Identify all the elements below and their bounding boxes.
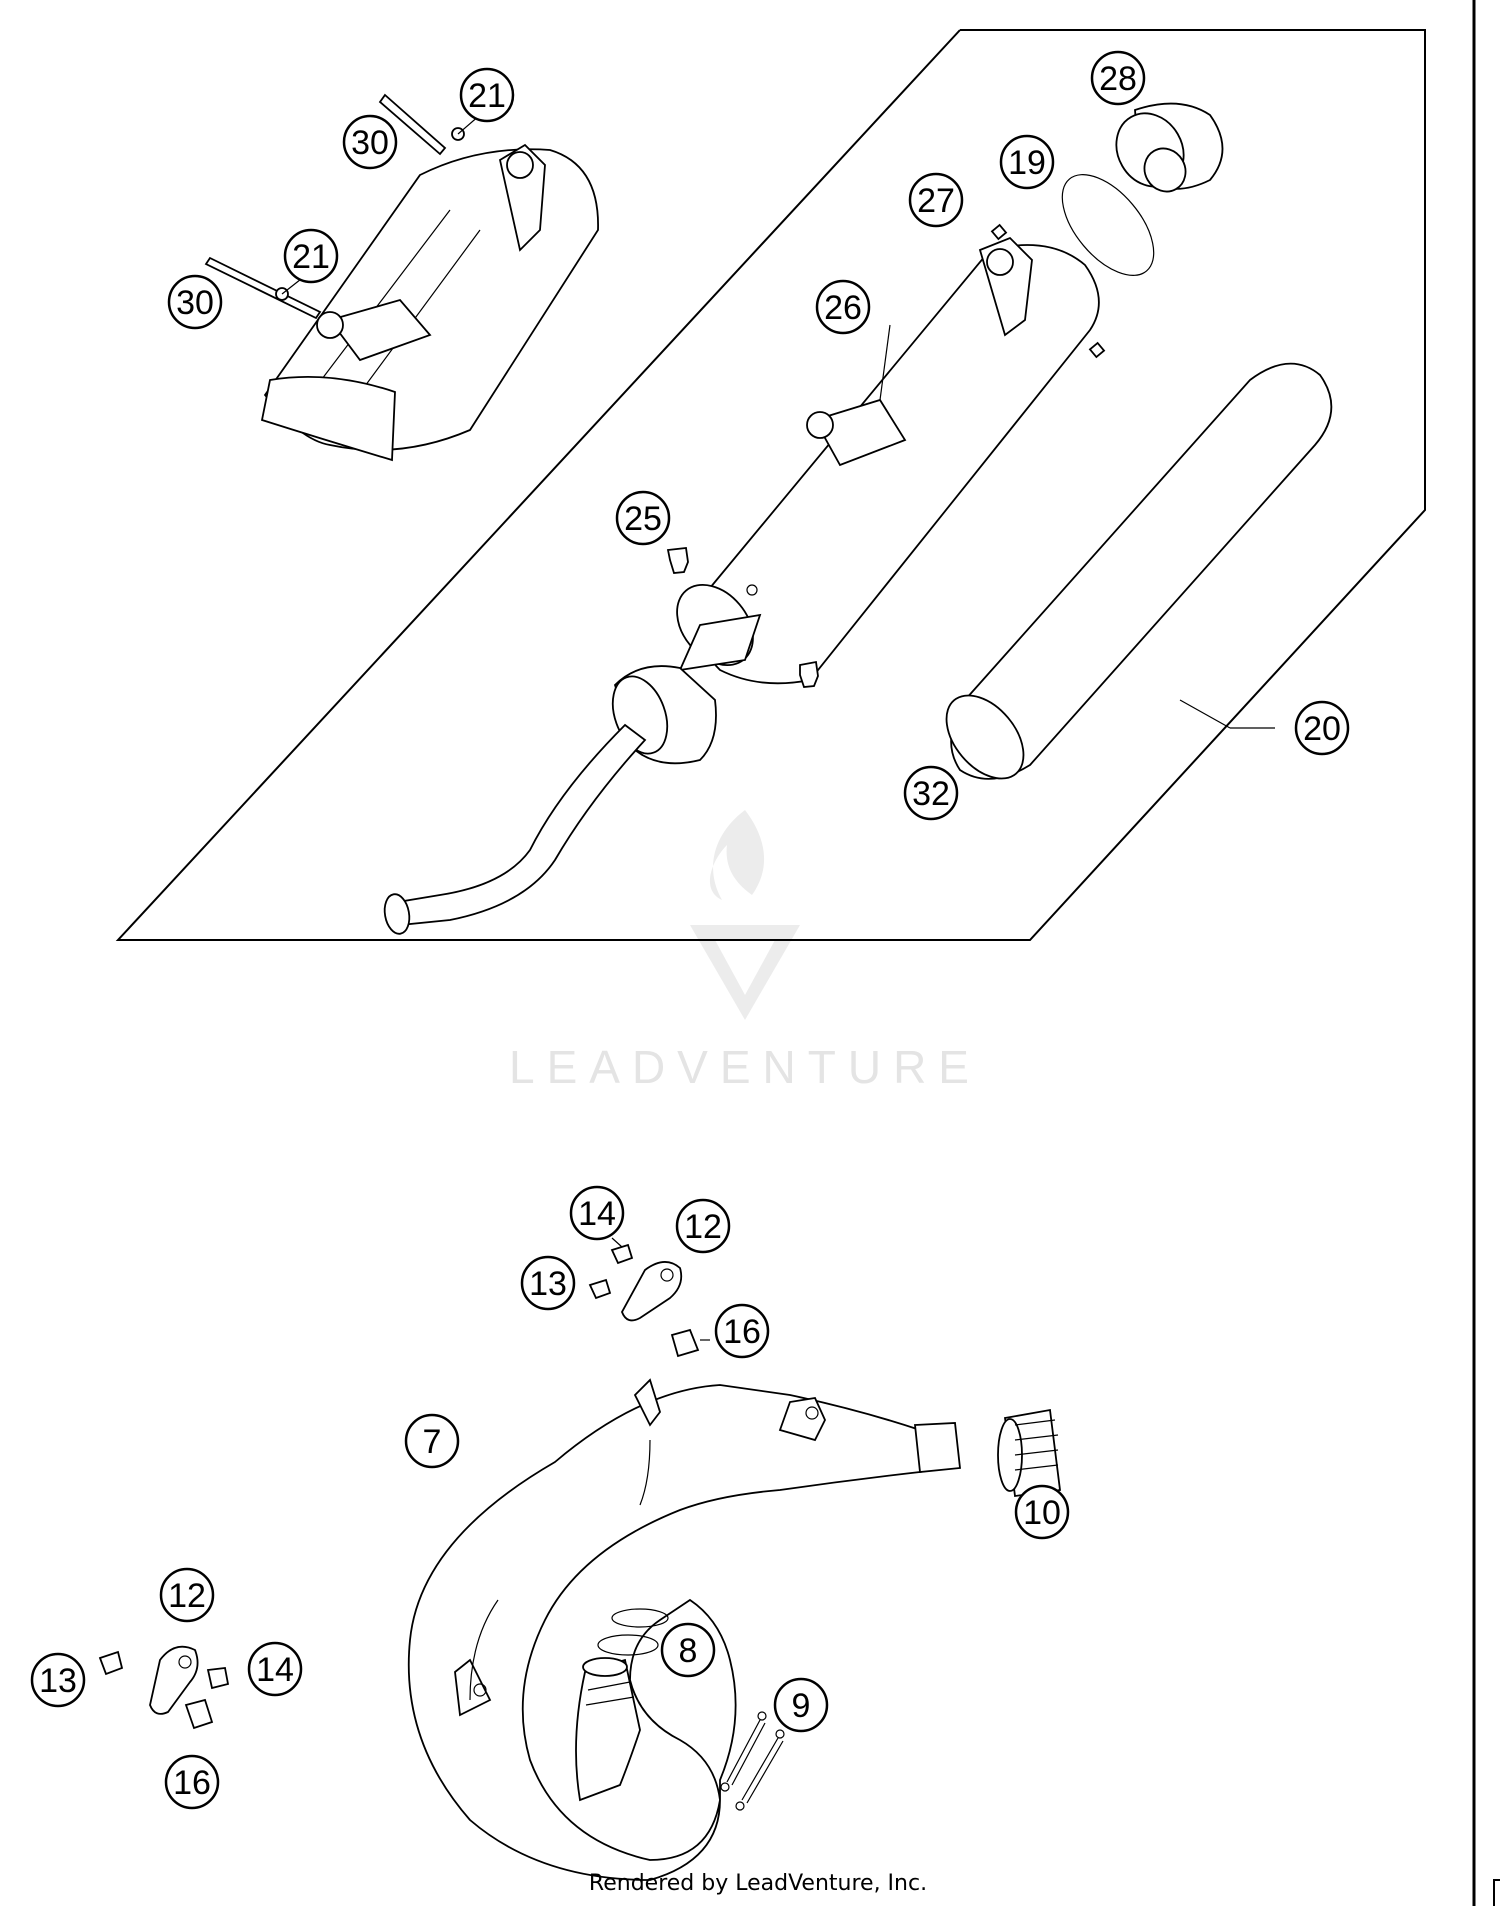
leadventure-watermark: LEADVENTURE <box>509 810 981 1093</box>
callout-circle <box>342 114 398 170</box>
chevron-logo-icon <box>690 925 800 1020</box>
callout-28: 28 <box>1090 50 1146 106</box>
callout-circle <box>1294 700 1350 756</box>
callout-circle <box>903 765 959 821</box>
callout-circle <box>815 279 871 335</box>
callout-12: 12 <box>675 1198 731 1254</box>
callout-circle <box>459 67 515 123</box>
callout-circle <box>569 1185 625 1241</box>
callout-circle <box>660 1622 716 1678</box>
callout-circle <box>1014 1484 1070 1540</box>
watermark-text: LEADVENTURE <box>509 1041 981 1093</box>
callout-circle <box>283 228 339 284</box>
callout-number: 14 <box>578 1195 616 1233</box>
callout-21: 21 <box>283 228 339 284</box>
callout-number: 16 <box>173 1764 211 1802</box>
callout-14: 14 <box>569 1185 625 1241</box>
callout-number: 21 <box>468 77 506 115</box>
callout-circle <box>773 1677 829 1733</box>
callout-number: 9 <box>792 1687 811 1725</box>
callout-number: 26 <box>824 289 862 327</box>
callout-13: 13 <box>520 1255 576 1311</box>
callout-number: 7 <box>423 1423 442 1461</box>
callout-number: 30 <box>351 124 389 162</box>
callout-number: 10 <box>1023 1494 1061 1532</box>
callout-32: 32 <box>903 765 959 821</box>
callout-circle <box>520 1255 576 1311</box>
mount-detail-inset <box>204 93 599 462</box>
callout-circle <box>30 1652 86 1708</box>
callout-27: 27 <box>908 172 964 228</box>
link-pipe-part <box>383 665 717 935</box>
callout-circle <box>164 1754 220 1810</box>
callout-16: 16 <box>714 1303 770 1359</box>
callout-number: 28 <box>1099 60 1137 98</box>
callout-circle <box>908 172 964 228</box>
callout-number: 27 <box>917 182 955 220</box>
callout-21: 21 <box>459 67 515 123</box>
callout-10: 10 <box>1014 1484 1070 1540</box>
callout-labels: 21 30 21 30 28 19 27 26 25 20 32 14 12 13 16 7 10 12 13 14 8… <box>30 50 1350 1810</box>
callout-number: 8 <box>679 1632 698 1670</box>
callout-number: 13 <box>529 1265 567 1303</box>
callout-number: 12 <box>684 1208 722 1246</box>
manifold-part <box>575 1608 669 1802</box>
rivet-27b-part <box>1088 341 1106 359</box>
callout-26: 26 <box>815 279 871 335</box>
callout-30: 30 <box>342 114 398 170</box>
silencer-assembly-frame <box>115 29 1426 941</box>
screw-25b-part <box>799 660 819 688</box>
callout-number: 25 <box>624 500 662 538</box>
callout-number: 20 <box>1303 710 1341 748</box>
callout-circle <box>714 1303 770 1359</box>
callout-12: 12 <box>159 1567 215 1623</box>
footer-credit: Rendered by LeadVenture, Inc. <box>589 1871 927 1896</box>
screw-25-part <box>666 547 689 574</box>
leader-lines-bottom <box>611 1237 710 1341</box>
callout-20: 20 <box>1294 700 1350 756</box>
flame-icon <box>709 810 765 900</box>
callout-8: 8 <box>660 1622 716 1678</box>
spring-part <box>720 1711 785 1811</box>
callout-circle <box>404 1413 460 1469</box>
sleeve-coupler-part <box>997 1408 1062 1498</box>
callout-number: 13 <box>39 1662 77 1700</box>
callout-number: 14 <box>256 1651 294 1689</box>
callout-30: 30 <box>167 274 223 330</box>
callout-19: 19 <box>999 134 1055 190</box>
callout-circle <box>999 134 1055 190</box>
o-ring-part <box>1061 174 1155 276</box>
callout-number: 16 <box>723 1313 761 1351</box>
callout-25: 25 <box>615 490 671 546</box>
callout-16: 16 <box>164 1754 220 1810</box>
page-border-corner <box>1493 1879 1500 1906</box>
silencer-body-part <box>676 236 1100 685</box>
callout-13: 13 <box>30 1652 86 1708</box>
lower-bracket-part <box>98 1645 230 1730</box>
callout-number: 19 <box>1008 144 1046 182</box>
callout-circle <box>615 490 671 546</box>
callout-number: 12 <box>168 1577 206 1615</box>
callout-circle <box>159 1567 215 1623</box>
callout-circle <box>247 1641 303 1697</box>
callout-14: 14 <box>247 1641 303 1697</box>
callout-circle <box>167 274 223 330</box>
upper-bracket-part <box>588 1243 700 1358</box>
callout-9: 9 <box>773 1677 829 1733</box>
callout-number: 30 <box>176 284 214 322</box>
callout-7: 7 <box>404 1413 460 1469</box>
callout-circle <box>675 1198 731 1254</box>
callout-circle <box>1090 50 1146 106</box>
rivet-27-part <box>990 223 1008 241</box>
end-cap-part <box>1115 102 1224 193</box>
silencer-sleeve-part <box>945 362 1333 780</box>
callout-number: 32 <box>912 775 950 813</box>
callout-number: 21 <box>292 238 330 276</box>
